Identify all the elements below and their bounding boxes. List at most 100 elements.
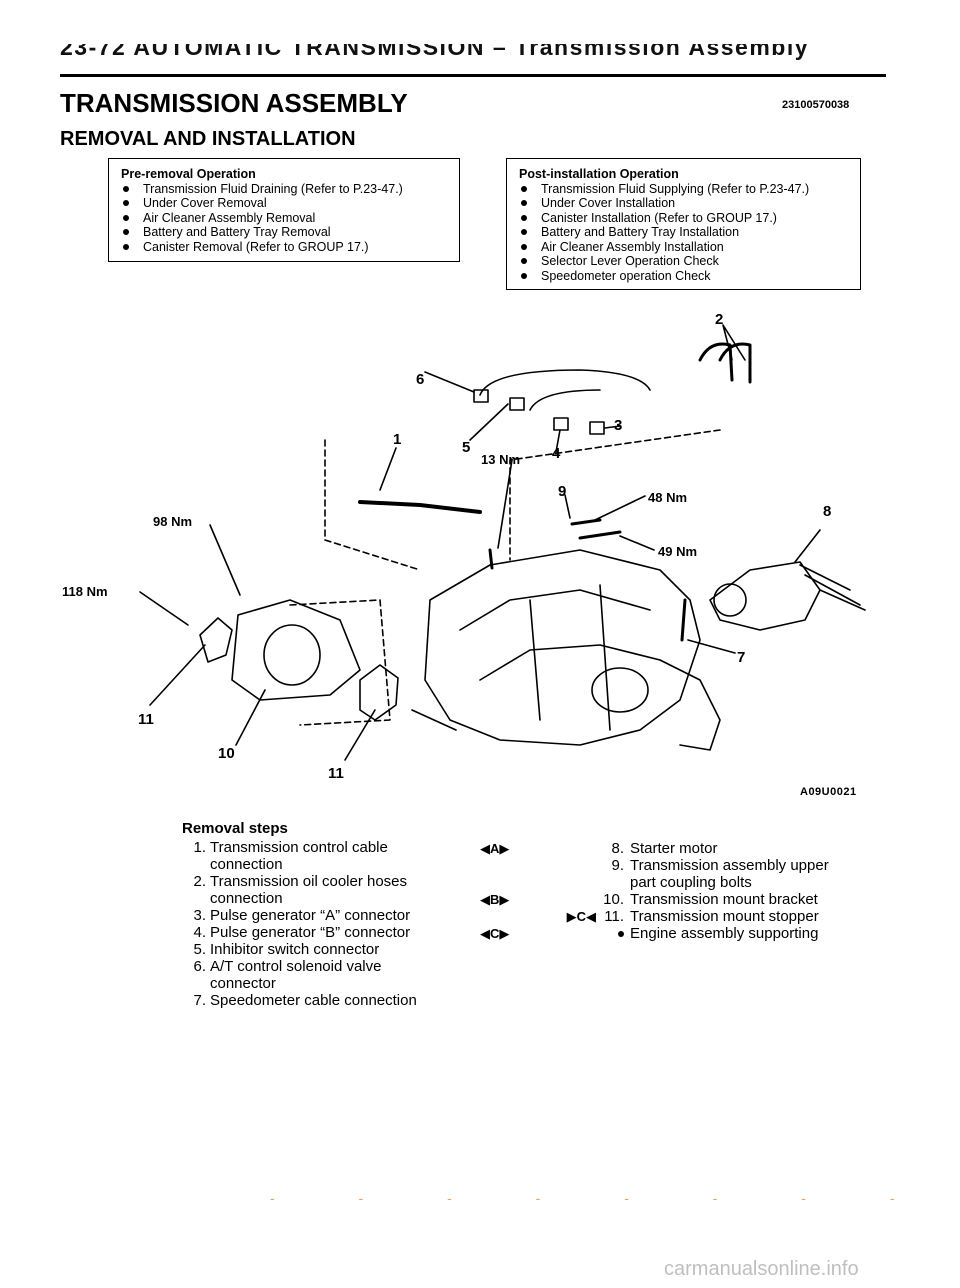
list-item: Speedometer operation Check bbox=[519, 269, 850, 284]
service-mark: ◀A▶ bbox=[480, 841, 510, 856]
leader-118nm bbox=[139, 591, 189, 626]
label-3: 3 bbox=[614, 417, 622, 434]
connector-4 bbox=[553, 417, 569, 431]
label-6: 6 bbox=[416, 371, 424, 388]
oil-cooler-hoses bbox=[698, 342, 752, 384]
post-installation-list: Transmission Fluid Supplying (Refer to P… bbox=[519, 182, 850, 284]
leader-9 bbox=[564, 494, 571, 519]
list-item: 4.Pulse generator “B” connector bbox=[193, 924, 411, 941]
document-number: 23100570038 bbox=[782, 99, 850, 111]
removal-steps-list: 1.Transmission control cable connection … bbox=[182, 839, 440, 1009]
header-rule bbox=[60, 74, 886, 77]
section-subtitle: REMOVAL AND INSTALLATION bbox=[60, 128, 356, 150]
starter-wires bbox=[799, 564, 866, 611]
torque-118nm: 118 Nm bbox=[62, 584, 108, 599]
transmission-diagram: 6 2 3 1 5 4 9 8 7 11 10 11 13 Nm 48 Nm 4… bbox=[62, 311, 866, 782]
leader-1 bbox=[379, 447, 397, 491]
list-item: Under Cover Installation bbox=[519, 196, 850, 211]
bullet-icon bbox=[602, 925, 630, 942]
post-installation-box: Post-installation Operation Transmission… bbox=[506, 158, 861, 290]
list-item: 7.Speedometer cable connection bbox=[193, 992, 417, 1009]
bolt-13nm bbox=[488, 548, 494, 570]
label-5: 5 bbox=[462, 439, 470, 456]
post-installation-title: Post-installation Operation bbox=[519, 167, 679, 181]
service-mark bbox=[480, 857, 538, 891]
transmission-boss bbox=[591, 667, 649, 713]
list-item: ▶C◀ 11. Transmission mount stopper bbox=[480, 908, 850, 925]
torque-48nm: 48 Nm bbox=[648, 490, 687, 505]
service-mark bbox=[480, 908, 538, 925]
leader-2 bbox=[722, 324, 746, 361]
label-1: 1 bbox=[393, 431, 401, 448]
label-7: 7 bbox=[737, 649, 745, 666]
list-item: Canister Installation (Refer to GROUP 17… bbox=[519, 211, 850, 226]
leader-5 bbox=[469, 403, 509, 441]
stopper-bolt bbox=[411, 709, 457, 731]
transmission-ribs bbox=[459, 584, 661, 731]
list-item: Battery and Battery Tray Removal bbox=[121, 225, 449, 240]
leader-13nm bbox=[497, 459, 513, 549]
connector-5 bbox=[509, 397, 525, 411]
service-mark: ◀C▶ bbox=[480, 926, 510, 941]
torque-49nm: 49 Nm bbox=[658, 544, 697, 559]
removal-steps-right: ◀A▶ 8. Starter motor 9. Transmission ass… bbox=[480, 840, 850, 942]
leader-10 bbox=[235, 689, 266, 746]
mount-stopper-left bbox=[199, 617, 233, 663]
removal-steps-title: Removal steps bbox=[182, 820, 288, 837]
install-mark bbox=[538, 925, 602, 942]
pre-removal-box: Pre-removal Operation Transmission Fluid… bbox=[108, 158, 460, 262]
starter-motor bbox=[709, 561, 821, 631]
mount-bush bbox=[263, 624, 321, 686]
list-item: Battery and Battery Tray Installation bbox=[519, 225, 850, 240]
transmission-bellhousing bbox=[659, 659, 721, 751]
list-item: Transmission Fluid Draining (Refer to P.… bbox=[121, 182, 449, 197]
leader-3 bbox=[604, 425, 621, 429]
watermark: carmanualsonline.info bbox=[664, 1258, 859, 1280]
list-item: 3.Pulse generator “A” connector bbox=[193, 907, 411, 924]
label-4: 4 bbox=[552, 445, 561, 462]
starter-pinion bbox=[713, 583, 747, 617]
list-item: Selector Lever Operation Check bbox=[519, 254, 850, 269]
install-mark bbox=[538, 840, 602, 857]
list-item: Canister Removal (Refer to GROUP 17.) bbox=[121, 240, 449, 255]
list-item: 6.A/T control solenoid valve connector bbox=[193, 958, 382, 992]
torque-13nm: 13 Nm bbox=[481, 452, 520, 467]
label-10: 10 bbox=[218, 745, 235, 762]
label-2: 2 bbox=[715, 311, 723, 328]
mount-outline bbox=[289, 599, 391, 726]
install-mark bbox=[538, 857, 602, 891]
leader-8 bbox=[794, 529, 821, 563]
list-item: Air Cleaner Assembly Removal bbox=[121, 211, 449, 226]
hose-leader bbox=[509, 429, 721, 561]
leader-48nm bbox=[594, 495, 646, 521]
speedometer-cable bbox=[680, 598, 687, 642]
install-mark bbox=[538, 891, 602, 908]
list-item: 9. Transmission assembly upper part coup… bbox=[480, 857, 850, 891]
label-11-right: 11 bbox=[328, 765, 344, 782]
list-item: ◀C▶ Engine assembly supporting bbox=[480, 925, 819, 942]
torque-98nm: 98 Nm bbox=[153, 514, 192, 529]
leader-7 bbox=[687, 639, 736, 654]
list-item: 5.Inhibitor switch connector bbox=[193, 941, 380, 958]
list-item: 1.Transmission control cable connection bbox=[193, 839, 388, 873]
upper-bolts bbox=[570, 518, 622, 540]
transmission-case bbox=[424, 549, 701, 746]
mount-bracket bbox=[231, 599, 361, 701]
cable-leader bbox=[324, 439, 421, 571]
mount-stopper-right bbox=[359, 664, 399, 721]
list-item: 2.Transmission oil cooler hoses connecti… bbox=[193, 873, 408, 907]
list-item: Air Cleaner Assembly Installation bbox=[519, 240, 850, 255]
pre-removal-list: Transmission Fluid Draining (Refer to P.… bbox=[121, 182, 449, 255]
list-item: ◀A▶ 8. Starter motor bbox=[480, 840, 718, 857]
leader-49nm bbox=[619, 535, 655, 551]
control-cable bbox=[358, 500, 482, 514]
connector-6 bbox=[473, 389, 489, 403]
pre-removal-title: Pre-removal Operation bbox=[121, 167, 256, 181]
label-11-left: 11 bbox=[138, 711, 154, 728]
removal-steps-left: Removal steps 1.Transmission control cab… bbox=[182, 820, 440, 1009]
label-9: 9 bbox=[558, 483, 566, 500]
figure-code: A09U0021 bbox=[800, 786, 857, 798]
service-mark: ◀B▶ bbox=[480, 892, 510, 907]
leader-11-left bbox=[149, 644, 206, 706]
leader-6 bbox=[424, 371, 475, 393]
